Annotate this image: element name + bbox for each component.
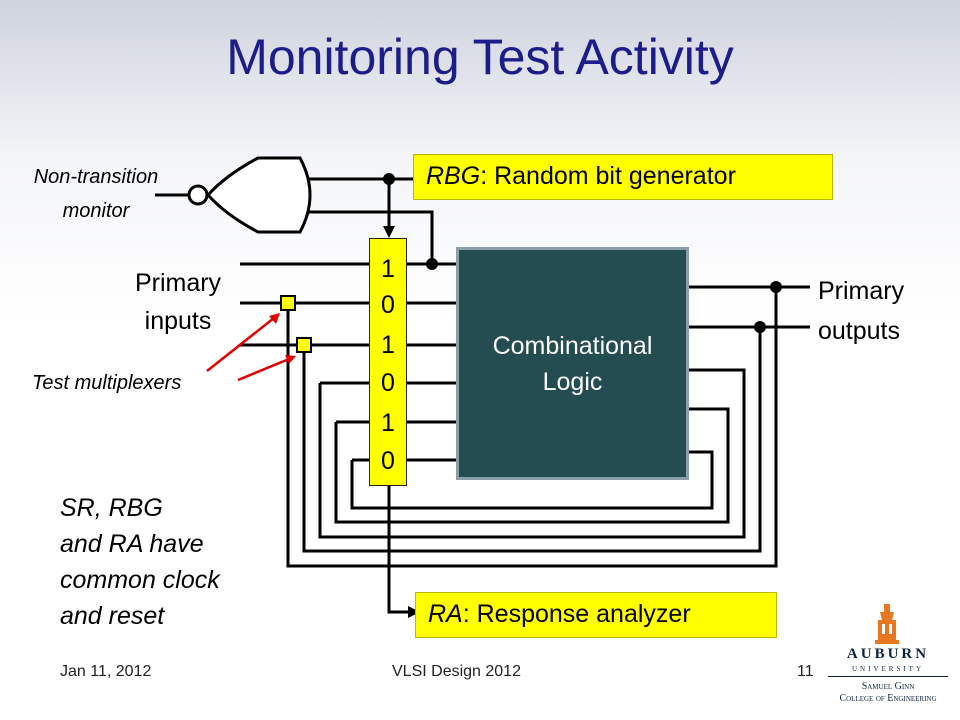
footer-title: VLSI Design 2012	[392, 663, 521, 680]
sr-bit-1: 1	[381, 255, 395, 283]
rbg-box: RBG: Random bit generator	[413, 154, 833, 200]
test-mux-1	[280, 295, 296, 311]
comb-line2: Logic	[542, 367, 603, 396]
rbg-abbr: RBG	[426, 162, 481, 190]
slide-title: Monitoring Test Activity	[226, 29, 734, 85]
ra-box: RA: Response analyzer	[415, 592, 777, 638]
monitor-label: monitor	[62, 200, 130, 222]
ra-desc: : Response analyzer	[462, 600, 691, 628]
note-line4: and reset	[60, 602, 165, 630]
test-multiplexers-label: Test multiplexers	[32, 372, 182, 394]
rbg-desc: : Random bit generator	[480, 162, 736, 190]
sr-bit-4: 0	[381, 369, 395, 397]
sr-bit-3: 1	[381, 331, 395, 359]
note-line2: and RA have	[60, 530, 204, 558]
test-mux-2	[296, 337, 312, 353]
comb-line1: Combinational	[492, 331, 653, 360]
ra-abbr: RA	[428, 600, 463, 628]
note-line3: common clock	[60, 566, 220, 594]
primary-outputs-line1: Primary	[818, 277, 905, 305]
primary-inputs-line2: inputs	[144, 307, 212, 335]
primary-inputs-line1: Primary	[134, 269, 222, 297]
logo-college-line1: Samuel Ginn	[861, 681, 915, 692]
non-transition-label: Non-transition	[33, 166, 159, 188]
auburn-logo: AUBURN UNIVERSITY Samuel Ginn College of…	[828, 600, 948, 710]
sr-bit-2: 0	[381, 291, 395, 319]
xnor-gate-icon	[187, 156, 312, 234]
combinational-logic-block: Combinational Logic	[456, 247, 689, 480]
primary-outputs-line2: outputs	[818, 317, 901, 345]
note-line1: SR, RBG	[60, 494, 163, 522]
footer-date: Jan 11, 2012	[60, 663, 152, 680]
logo-college-line2: College of Engineering	[839, 693, 937, 704]
sr-bit-6: 0	[381, 447, 395, 475]
slide-number: 11	[797, 663, 814, 680]
tower-icon	[875, 604, 899, 644]
logo-auburn: AUBURN	[846, 646, 930, 662]
logo-university: UNIVERSITY	[852, 665, 924, 673]
sr-bit-5: 1	[381, 409, 395, 437]
shift-register: 1 0 1 0 1 0	[369, 238, 407, 486]
